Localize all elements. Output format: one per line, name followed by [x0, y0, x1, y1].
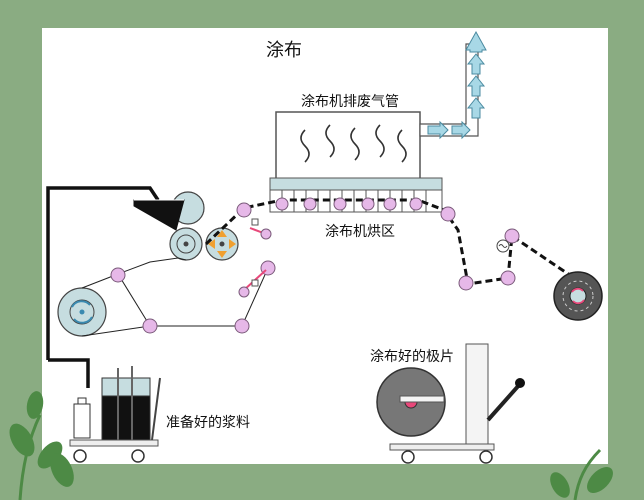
coating-head	[133, 191, 205, 231]
roller	[333, 197, 347, 211]
roller	[504, 228, 520, 244]
slurry-tank-cart	[69, 366, 161, 463]
wave-indicator	[496, 239, 510, 253]
web-foil-in	[81, 257, 187, 289]
trolley-wheel-icon	[401, 450, 415, 464]
slurry-feed-pipe	[46, 186, 160, 360]
roller	[275, 197, 289, 211]
tension-dancer-upper	[249, 218, 272, 240]
leaf-icon-left	[9, 391, 74, 500]
roller	[110, 267, 126, 283]
slurry-label: 准备好的浆料	[166, 414, 250, 431]
trolley-wheel-icon	[479, 450, 493, 464]
guide-rollers	[110, 197, 520, 334]
exhaust-pipe	[275, 43, 479, 181]
roller	[236, 202, 252, 218]
slurry-feed-pipe-lower	[48, 358, 90, 388]
finished-sheet-trolley	[376, 343, 525, 464]
rewind-roll	[553, 271, 603, 321]
roller	[303, 197, 317, 211]
gas-cylinder-icon	[73, 403, 91, 439]
coated-web-path	[204, 198, 582, 294]
coating-roller-left	[169, 227, 203, 261]
roller	[234, 318, 250, 334]
roller	[458, 275, 474, 291]
oven-label: 涂布机烘区	[325, 224, 395, 240]
web-foil-lower	[81, 267, 269, 337]
roller	[383, 197, 397, 211]
tension-dancer-lower	[238, 269, 267, 298]
roller	[500, 270, 516, 286]
web-foil-link	[117, 273, 151, 327]
exhaust-arrow-icon	[427, 30, 487, 140]
roller	[440, 206, 456, 222]
diagram-title: 涂布	[266, 40, 302, 61]
unwind-roll	[57, 287, 107, 337]
roller	[361, 197, 375, 211]
rotation-arrows-icon	[208, 230, 236, 258]
trolley-wheel-icon	[131, 449, 145, 463]
exhaust-pipe-label: 涂布机排废气管	[301, 94, 399, 110]
roller	[409, 197, 423, 211]
leaf-icon-right	[550, 448, 613, 500]
roller	[142, 318, 158, 334]
trolley-wheel-icon	[73, 449, 87, 463]
finished-sheet-label: 涂布好的极片	[370, 349, 454, 365]
